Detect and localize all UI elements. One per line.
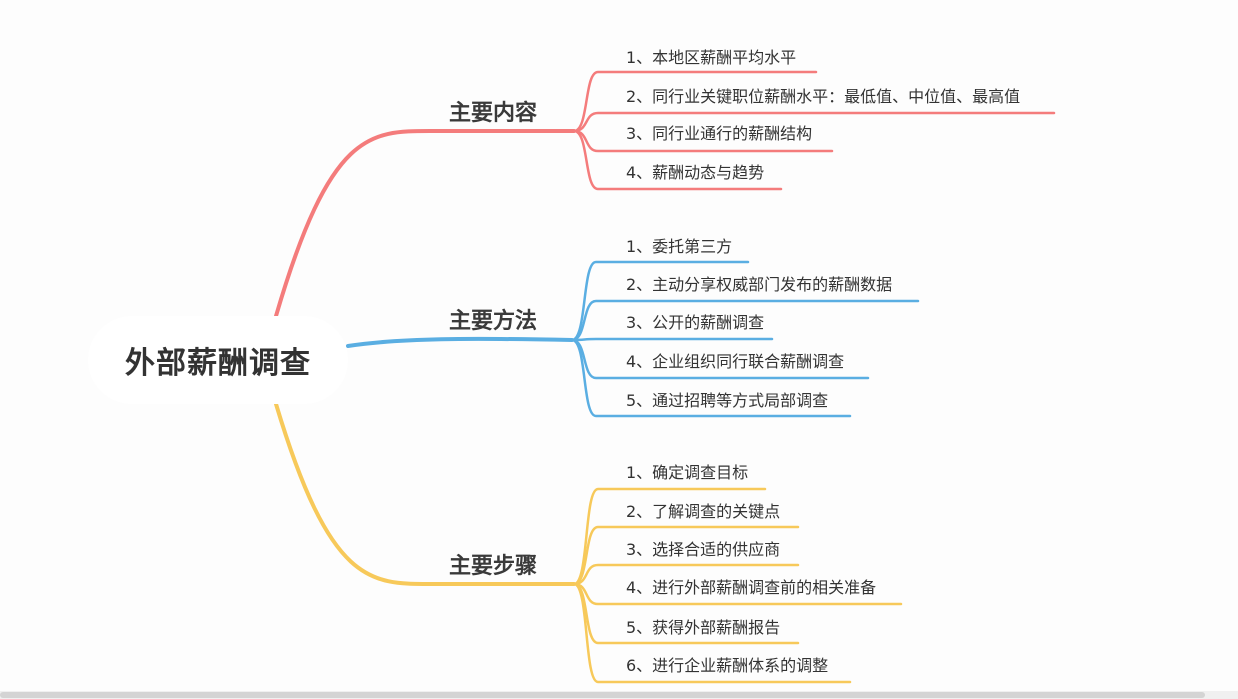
root-node[interactable]: 外部薪酬调查 [88, 316, 348, 404]
leaf-connector-steps-2 [572, 525, 800, 586]
leaf-steps-4[interactable]: 4、进行外部薪酬调查前的相关准备 [626, 578, 877, 597]
leaf-content-4[interactable]: 4、薪酬动态与趋势 [626, 163, 765, 182]
leaf-connector-steps-6 [572, 582, 852, 684]
branch-connector-content [274, 129, 576, 318]
leaf-methods-5[interactable]: 5、通过招聘等方式局部调查 [626, 391, 829, 410]
leaf-methods-4[interactable]: 4、企业组织同行联合薪酬调查 [626, 352, 845, 371]
leaf-steps-5[interactable]: 5、获得外部薪酬报告 [626, 618, 781, 637]
leaf-steps-3[interactable]: 3、选择合适的供应商 [626, 540, 781, 559]
leaf-content-3[interactable]: 3、同行业通行的薪酬结构 [626, 124, 813, 143]
scrollbar-thumb[interactable] [0, 692, 1205, 698]
branch-label-content[interactable]: 主要内容 [449, 101, 538, 126]
leaf-connector-methods-5 [570, 338, 852, 418]
branch-connector-steps [274, 402, 576, 586]
leaf-steps-2[interactable]: 2、了解调查的关键点 [626, 502, 781, 521]
horizontal-scrollbar[interactable] [0, 691, 1238, 699]
leaf-steps-1[interactable]: 1、确定调查目标 [626, 463, 749, 482]
leaf-content-2[interactable]: 2、同行业关键职位薪酬水平：最低值、中位值、最高值 [626, 87, 1021, 106]
leaf-connector-methods-2 [570, 299, 920, 342]
leaf-connector-methods-3 [570, 337, 774, 342]
branch-label-methods[interactable]: 主要方法 [449, 309, 538, 334]
leaf-connector-content-4 [572, 129, 783, 191]
leaf-connector-content-1 [572, 70, 818, 133]
leaf-methods-1[interactable]: 1、委托第三方 [626, 237, 733, 256]
leaf-steps-6[interactable]: 6、进行企业薪酬体系的调整 [626, 656, 829, 675]
leaf-methods-2[interactable]: 2、主动分享权威部门发布的薪酬数据 [626, 275, 893, 294]
leaf-methods-3[interactable]: 3、公开的薪酬调查 [626, 313, 765, 332]
branch-connector-methods [346, 336, 574, 348]
leaf-connector-methods-1 [570, 260, 750, 342]
leaf-content-1[interactable]: 1、本地区薪酬平均水平 [626, 48, 797, 67]
root-node-label: 外部薪酬调查 [125, 346, 311, 381]
branch-label-steps[interactable]: 主要步骤 [449, 554, 538, 579]
